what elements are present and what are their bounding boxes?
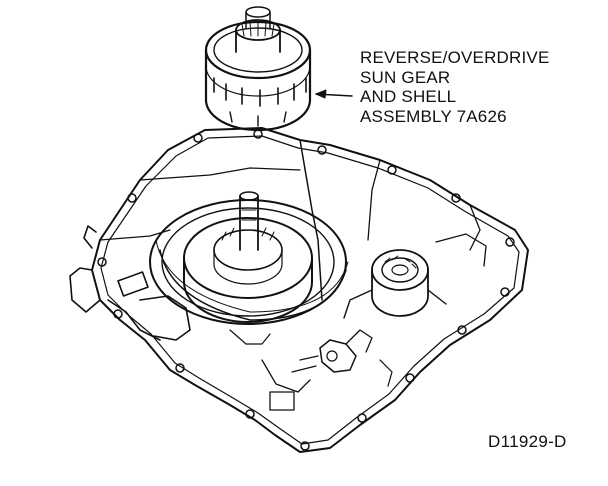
left-housing <box>70 226 190 340</box>
callout-leader-arrow <box>316 90 352 98</box>
lower-linkage <box>230 330 392 410</box>
callout-line: SUN GEAR <box>360 67 451 87</box>
part-callout-label: REVERSE/OVERDRIVE SUN GEAR AND SHELL ASS… <box>360 48 550 126</box>
callout-line: ASSEMBLY 7A626 <box>360 106 507 126</box>
right-servo-assembly <box>344 234 486 318</box>
callout-line: REVERSE/OVERDRIVE <box>360 48 550 67</box>
case-bolt-holes <box>98 130 514 450</box>
installed-drum-assembly <box>150 192 348 324</box>
figure-code: D11929-D <box>488 432 567 451</box>
callout-line: AND SHELL <box>360 87 457 106</box>
sun-gear-shell-assembly <box>206 7 310 130</box>
